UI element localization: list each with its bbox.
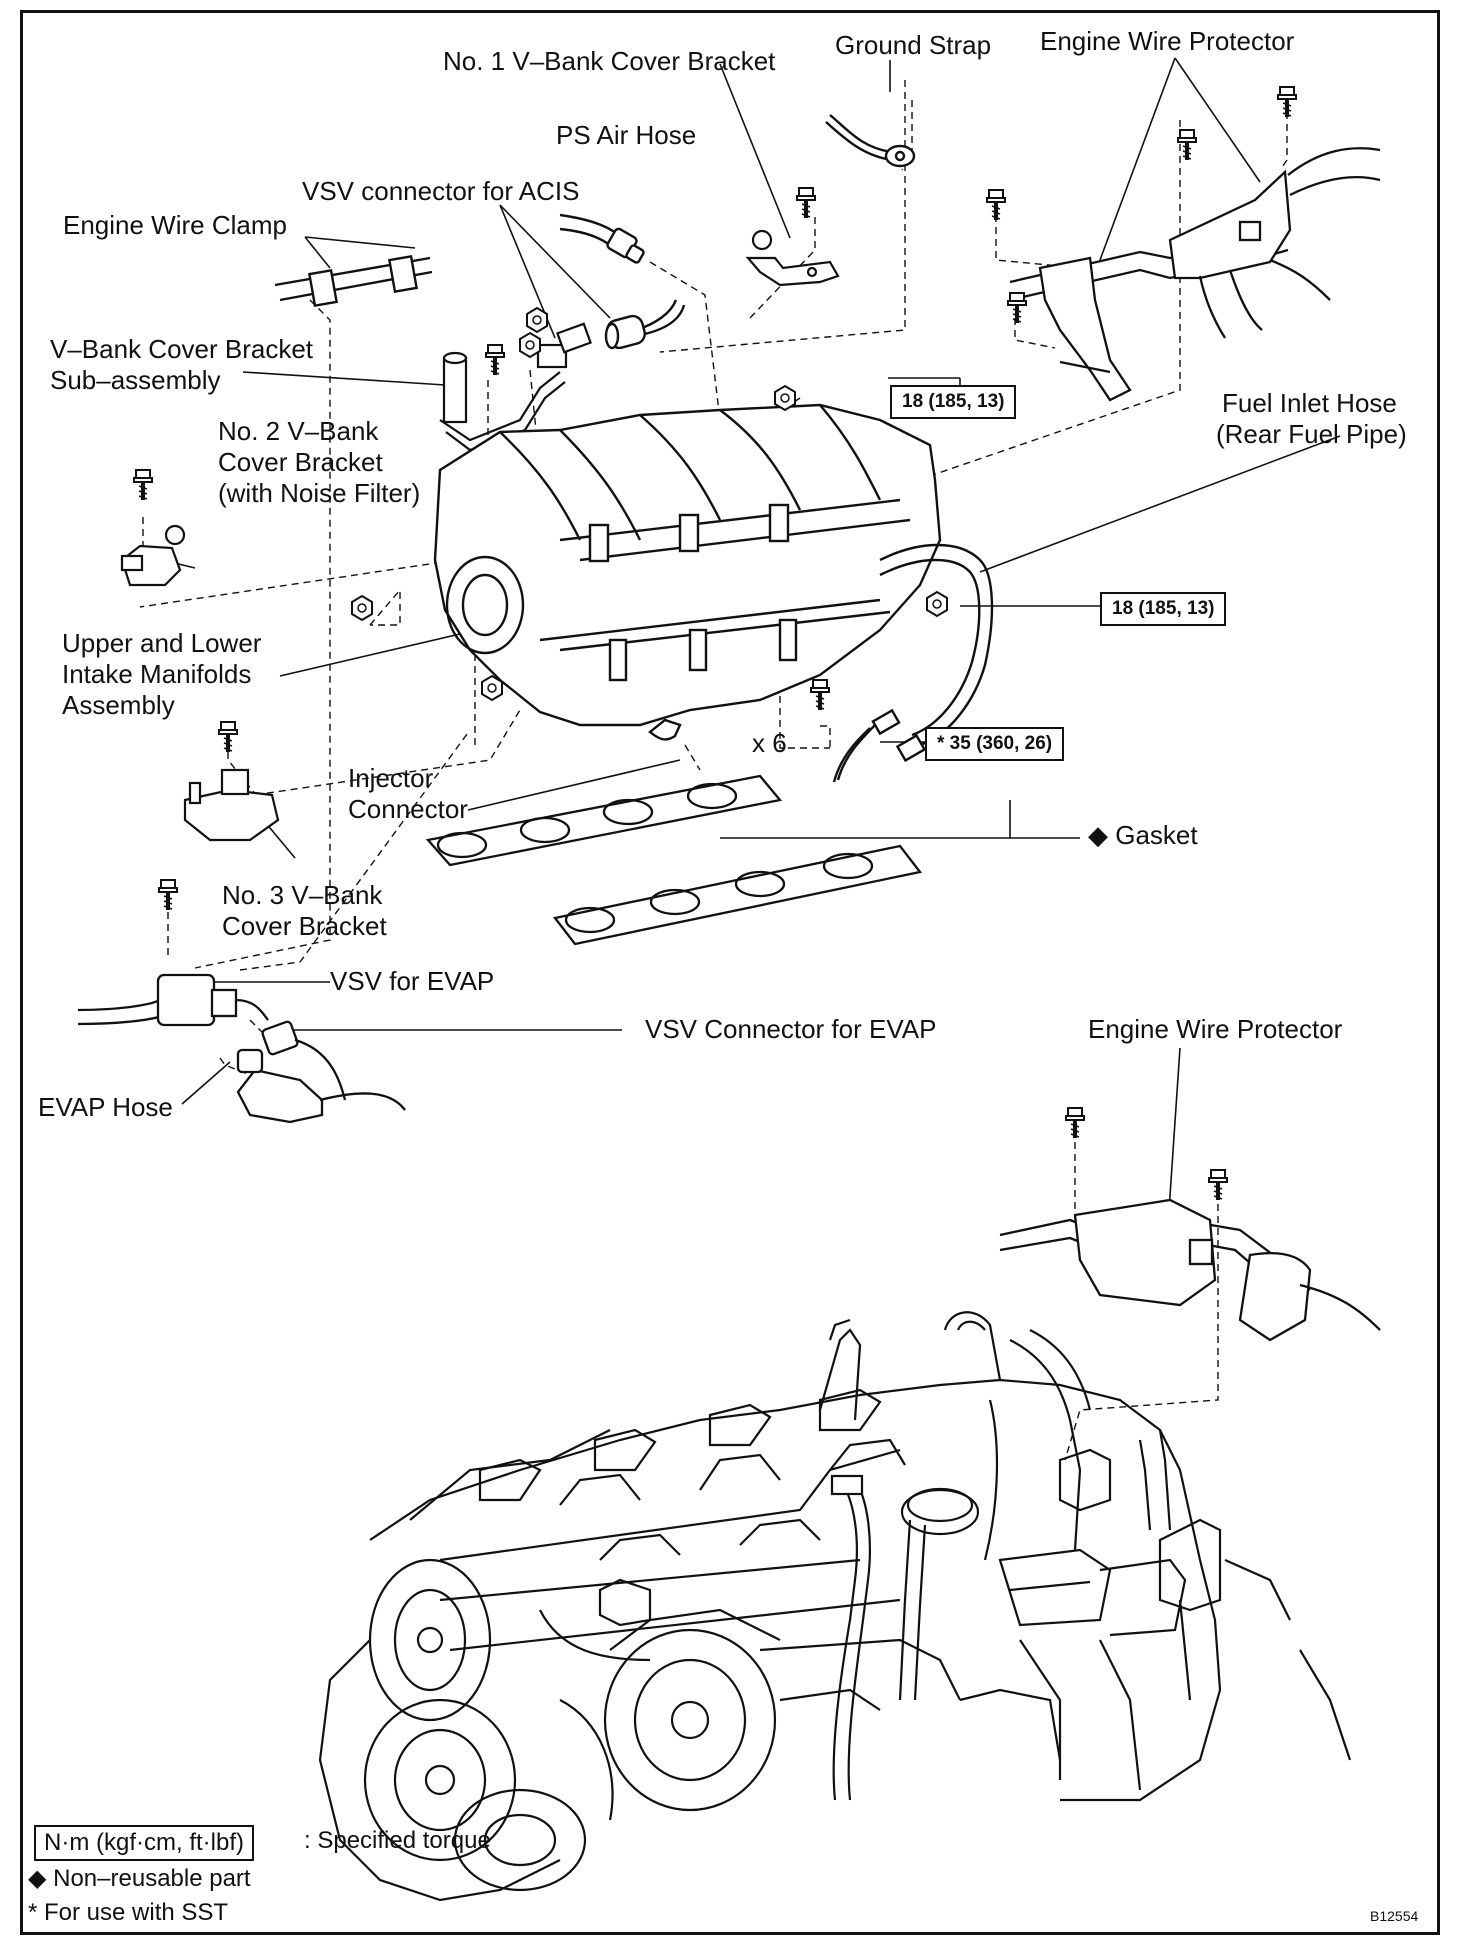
label-engine-wire-clamp: Engine Wire Clamp bbox=[63, 210, 287, 240]
label-engine-wire-protector-top: Engine Wire Protector bbox=[1040, 26, 1295, 56]
label-upper-lower-intake-manifolds: Upper and Lower Intake Manifolds Assembl… bbox=[62, 628, 261, 721]
label-line: (Rear Fuel Pipe) bbox=[1216, 419, 1407, 449]
torque-spec-right: 18 (185, 13) bbox=[1100, 592, 1227, 626]
label-evap-hose: EVAP Hose bbox=[38, 1092, 173, 1122]
diagram-frame bbox=[20, 10, 1440, 1935]
label-vbank-cover-bracket-sub-assembly: V–Bank Cover Bracket Sub–assembly bbox=[50, 334, 313, 396]
label-line: No. 3 V–Bank bbox=[222, 880, 383, 910]
label-ps-air-hose: PS Air Hose bbox=[556, 120, 697, 150]
label-line: Cover Bracket bbox=[222, 911, 387, 941]
label-line: Injector bbox=[348, 763, 434, 793]
torque-spec-sst: * 35 (360, 26) bbox=[925, 727, 1065, 761]
label-no2-vbank-cover-bracket: No. 2 V–Bank Cover Bracket (with Noise F… bbox=[218, 416, 420, 509]
legend-non-reusable-part: ◆ Non–reusable part bbox=[28, 1865, 251, 1892]
label-vsv-for-evap: VSV for EVAP bbox=[330, 966, 495, 996]
label-fuel-inlet-hose: Fuel Inlet Hose (Rear Fuel Pipe) bbox=[1216, 388, 1407, 450]
label-engine-wire-protector-bottom: Engine Wire Protector bbox=[1088, 1014, 1343, 1044]
label-line: Intake Manifolds bbox=[62, 659, 252, 689]
label-vsv-connector-evap: VSV Connector for EVAP bbox=[645, 1014, 937, 1044]
label-ground-strap: Ground Strap bbox=[835, 30, 992, 60]
legend-sst: * For use with SST bbox=[28, 1899, 229, 1926]
label-injector-connector: Injector Connector bbox=[348, 763, 468, 825]
label-line: Cover Bracket bbox=[218, 447, 383, 477]
label-x6: x 6 bbox=[752, 728, 787, 758]
torque-spec-upper: 18 (185, 13) bbox=[890, 385, 1017, 419]
label-no3-vbank-cover-bracket: No. 3 V–Bank Cover Bracket bbox=[222, 880, 387, 942]
label-gasket: ◆ Gasket bbox=[1088, 820, 1198, 850]
legend-unit-box: N·m (kgf·cm, ft·lbf) bbox=[34, 1825, 254, 1861]
label-line: (with Noise Filter) bbox=[218, 478, 421, 508]
label-line: Upper and Lower bbox=[62, 628, 262, 658]
label-line: No. 2 V–Bank bbox=[218, 416, 379, 446]
label-line: Assembly bbox=[62, 690, 175, 720]
label-no1-vbank-cover-bracket: No. 1 V–Bank Cover Bracket bbox=[443, 46, 776, 76]
label-line: Connector bbox=[348, 794, 468, 824]
label-vsv-connector-acis: VSV connector for ACIS bbox=[302, 176, 580, 206]
label-line: Sub–assembly bbox=[50, 365, 221, 395]
legend-specified-torque: : Specified torque bbox=[304, 1827, 491, 1854]
figure-code: B12554 bbox=[1370, 1908, 1419, 1924]
label-line: V–Bank Cover Bracket bbox=[50, 334, 314, 364]
label-line: Fuel Inlet Hose bbox=[1222, 388, 1397, 418]
